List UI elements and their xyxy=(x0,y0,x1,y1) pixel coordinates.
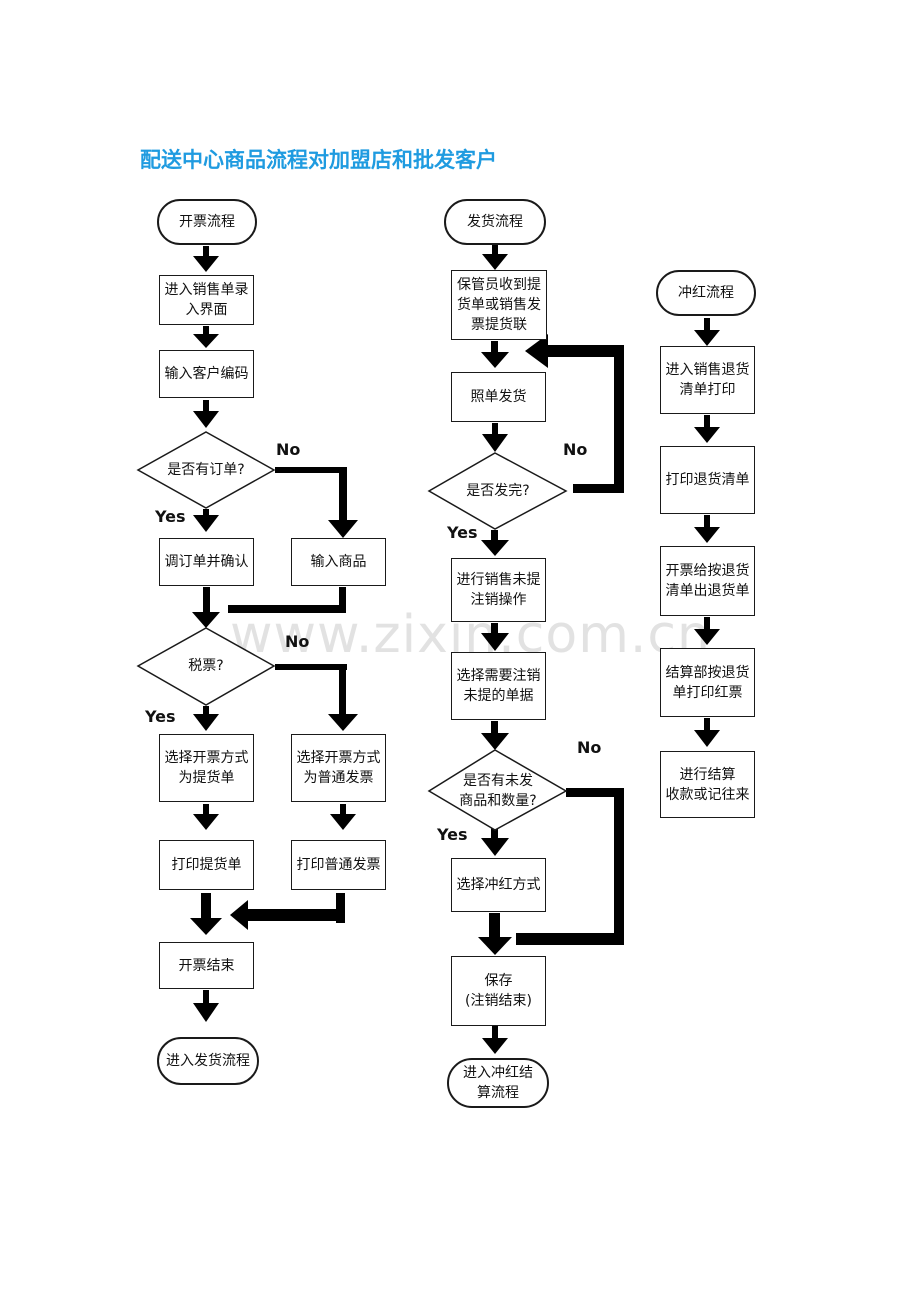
arrow-down-icon xyxy=(478,913,512,955)
billing-yes-label-1: Yes xyxy=(155,507,186,526)
billing-enter-sales-order-box: 进入销售单录 入界面 xyxy=(159,275,254,325)
arrow-down-icon xyxy=(193,804,219,830)
page-title: 配送中心商品流程对加盟店和批发客户 xyxy=(140,148,497,172)
shipping-no-label-1: No xyxy=(563,440,588,459)
arrow-down-icon xyxy=(694,415,720,443)
billing-no-label-2: No xyxy=(285,632,310,651)
decision-shipped-all-diamond xyxy=(427,452,568,530)
billing-delivery-note-method-box: 选择开票方式 为提货单 xyxy=(159,734,254,802)
arrow-down-icon xyxy=(481,828,509,856)
arrow-down-icon xyxy=(481,623,509,651)
arrow-down-icon xyxy=(694,318,720,346)
arrow-down-icon xyxy=(482,1026,508,1054)
arrow-down-icon xyxy=(193,246,219,272)
billing-print-regular-invoice-box: 打印普通发票 xyxy=(291,840,386,890)
shipping-receive-note-box: 保管员收到提 货单或销售发 票提货联 xyxy=(451,270,547,340)
arrow-down-icon xyxy=(193,509,219,532)
shipping-ship-per-order-box: 照单发货 xyxy=(451,372,546,422)
decision-tax-invoice-diamond xyxy=(136,627,276,706)
billing-regular-invoice-method-box: 选择开票方式 为普通发票 xyxy=(291,734,386,802)
reversal-arrows xyxy=(694,318,720,747)
arrow-down-icon xyxy=(481,530,509,556)
arrow-down-icon xyxy=(481,341,509,368)
reversal-start-terminal: 冲红流程 xyxy=(656,270,756,316)
arrow-down-icon xyxy=(192,587,220,628)
reversal-print-red-invoice-box: 结算部按退货 单打印红票 xyxy=(660,648,755,717)
shipping-decision-done-label: 是否发完? xyxy=(466,483,530,499)
billing-next-terminal: 进入发货流程 xyxy=(157,1037,259,1085)
arrow-down-icon xyxy=(694,718,720,747)
billing-input-goods-box: 输入商品 xyxy=(291,538,386,586)
reversal-return-list-print-box: 进入销售退货 清单打印 xyxy=(660,346,755,414)
shipping-next-terminal: 进入冲红结 算流程 xyxy=(447,1058,549,1108)
arrow-down-icon xyxy=(193,990,219,1022)
billing-no-label-1: No xyxy=(276,440,301,459)
billing-start-terminal: 开票流程 xyxy=(157,199,257,245)
arrow-down-icon xyxy=(193,706,219,731)
billing-decision-tax-label: 税票? xyxy=(188,658,224,674)
arrow-down-icon xyxy=(482,423,508,452)
shipping-start-terminal: 发货流程 xyxy=(444,199,546,245)
reversal-print-return-list-box: 打印退货清单 xyxy=(660,446,755,514)
shipping-cancel-unshipped-box: 进行销售未提 注销操作 xyxy=(451,558,546,622)
billing-decision-has-order-label: 是否有订单? xyxy=(167,462,245,478)
arrow-down-icon xyxy=(190,893,222,935)
shipping-yes-label-1: Yes xyxy=(447,523,478,542)
decision-unshipped-diamond xyxy=(427,749,568,831)
reversal-issue-return-note-box: 开票给按退货 清单出退货单 xyxy=(660,546,755,616)
billing-enter-customer-code-box: 输入客户编码 xyxy=(159,350,254,398)
shipping-yes-label-2: Yes xyxy=(437,825,468,844)
decision-has-order-diamond xyxy=(136,431,276,509)
shipping-select-documents-box: 选择需要注销 未提的单据 xyxy=(451,652,546,720)
billing-end-box: 开票结束 xyxy=(159,942,254,989)
shipping-no-label-2: No xyxy=(577,738,602,757)
arrow-down-icon xyxy=(694,617,720,645)
shipping-save-box: 保存 (注销结束) xyxy=(451,956,546,1026)
arrow-down-icon xyxy=(482,245,508,270)
arrow-down-icon xyxy=(330,804,356,830)
shipping-decision-remaining-label: 是否有未发 商品和数量? xyxy=(459,773,537,809)
shipping-select-reversal-box: 选择冲红方式 xyxy=(451,858,546,912)
shipping-arrows xyxy=(478,245,624,1054)
billing-print-delivery-note-box: 打印提货单 xyxy=(159,840,254,890)
arrow-down-icon xyxy=(481,721,509,750)
billing-load-order-box: 调订单并确认 xyxy=(159,538,254,586)
billing-yes-label-2: Yes xyxy=(145,707,176,726)
arrow-down-icon xyxy=(193,400,219,428)
arrow-down-icon xyxy=(694,515,720,543)
billing-arrows xyxy=(190,246,358,1022)
arrow-down-icon xyxy=(193,326,219,348)
reversal-settlement-box: 进行结算 收款或记往来 xyxy=(660,751,755,818)
